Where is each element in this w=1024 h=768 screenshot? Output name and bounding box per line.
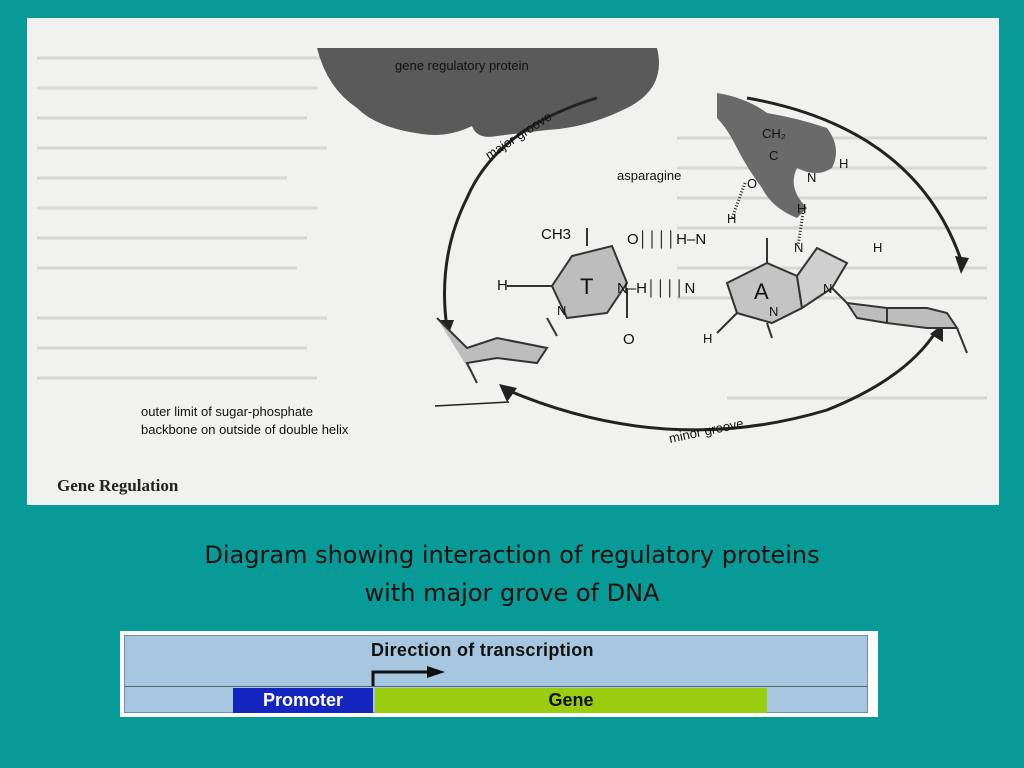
hbond-upper: O││││H–N — [627, 230, 706, 249]
atom-h-1: H — [839, 156, 848, 171]
minor-groove-arrow — [506, 329, 939, 432]
gene-block: Gene — [375, 688, 767, 713]
base-t-label: T — [580, 274, 593, 299]
atom-o-asparagine: O — [747, 176, 757, 191]
gene-track: Promoter Gene — [125, 686, 867, 713]
backbone-label-line1: outer limit of sugar-phosphate — [141, 404, 313, 419]
backbone-right — [844, 301, 959, 329]
backbone-left — [436, 317, 549, 384]
atom-h-adenine-2: H — [703, 331, 712, 346]
dna-protein-diagram: gene regulatory protein major groove asp… — [37, 48, 987, 495]
transcription-arrow-icon — [371, 666, 445, 686]
atom-h-thymine: H — [497, 277, 508, 294]
atom-o-thymine: O — [623, 331, 635, 348]
promoter-block: Promoter — [233, 688, 373, 713]
atom-h-adenine-1: H — [873, 240, 882, 255]
transcription-strip: Direction of transcription Promoter Gene — [124, 635, 868, 713]
protein-finger-shape — [717, 93, 836, 218]
major-groove-arrow — [443, 96, 598, 329]
ch2-label: CH₂ — [762, 126, 786, 141]
atom-n-asparagine: N — [807, 170, 816, 185]
regulatory-protein-shape — [317, 48, 659, 137]
backbone-label-line2: backbone on outside of double helix — [141, 422, 349, 437]
base-a-label: A — [754, 279, 769, 304]
caption-line1: Diagram showing interaction of regulator… — [204, 541, 820, 569]
hbond-lower: N–H││││N — [617, 279, 695, 298]
atom-h-2: H — [797, 201, 806, 216]
atom-c: C — [769, 148, 778, 163]
protein-label: gene regulatory protein — [395, 58, 529, 73]
atom-n-adenine-3: N — [769, 304, 778, 319]
caption-line2: with major grove of DNA — [364, 579, 660, 607]
atom-n-thymine: N — [557, 303, 566, 318]
asparagine-label: asparagine — [617, 168, 681, 183]
minor-groove-label: minor groove — [668, 415, 745, 445]
atom-n-adenine-2: N — [823, 281, 832, 296]
transcription-diagram: Direction of transcription Promoter Gene — [120, 631, 878, 717]
atom-n-adenine-1: N — [794, 240, 803, 255]
atom-h-3: H — [727, 211, 736, 226]
transcription-title: Direction of transcription — [371, 640, 594, 660]
textbook-figure-scan: gene regulatory protein major groove asp… — [27, 18, 999, 505]
ch3-label: CH3 — [541, 226, 571, 243]
figure-heading: Gene Regulation — [57, 476, 179, 495]
major-groove-arrow-right — [746, 96, 964, 264]
